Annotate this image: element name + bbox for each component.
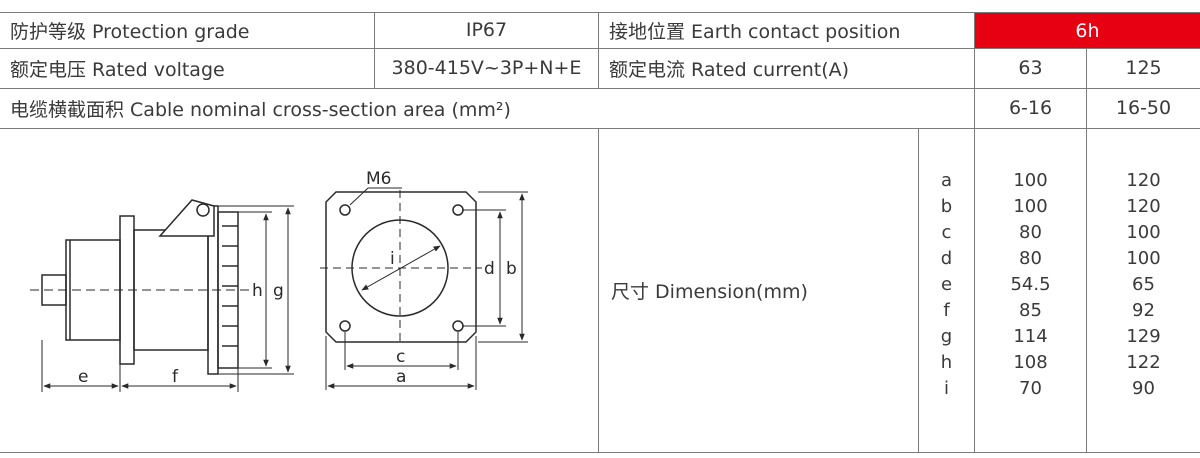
front-view-dimensions	[325, 191, 528, 390]
dimension-key: c	[941, 222, 952, 243]
dimension-value: 90	[1132, 378, 1155, 399]
protection-grade-label: 防护等级 Protection grade	[10, 20, 250, 43]
dimension-label: 尺寸 Dimension(mm)	[611, 280, 808, 303]
dimension-key: e	[940, 274, 953, 295]
label-h: h	[252, 281, 263, 301]
label-g: g	[273, 281, 284, 301]
earth-contact-value: 6h	[975, 13, 1200, 48]
rated-voltage-value: 380-415V~3P+N+E	[391, 57, 582, 79]
label-f: f	[172, 367, 179, 387]
dimension-value: 129	[1126, 326, 1161, 347]
dimension-key: d	[940, 248, 953, 269]
rated-current-125: 125	[1125, 57, 1162, 79]
label-c: c	[396, 347, 405, 367]
cable-section-125: 16-50	[1115, 97, 1172, 119]
dimension-value: 80	[1019, 222, 1042, 243]
dimension-key: i	[943, 378, 949, 399]
dimension-values-63: 100 100 80 80 54.5 85 114 108 70	[975, 168, 1086, 402]
label-i: i	[390, 249, 395, 269]
dimension-value: 100	[1013, 170, 1048, 191]
dimension-key: f	[943, 300, 950, 321]
dimension-value: 92	[1132, 300, 1155, 321]
grid-line	[0, 452, 1200, 453]
dimension-value: 120	[1126, 170, 1161, 191]
dimension-key: a	[940, 170, 953, 191]
label-a: a	[396, 367, 406, 387]
rated-current-63: 63	[1018, 57, 1043, 79]
rated-voltage-label: 额定电压 Rated voltage	[10, 58, 225, 81]
dimension-value: 80	[1019, 248, 1042, 269]
dimension-keys: a b c d e f g h i	[919, 168, 974, 402]
front-view	[320, 187, 482, 346]
dimension-key: b	[940, 196, 953, 217]
grid-line	[918, 128, 919, 452]
dimension-value: 108	[1013, 352, 1048, 373]
grid-line	[0, 88, 1200, 89]
earth-contact-label: 接地位置 Earth contact position	[609, 20, 901, 43]
dimension-value: 65	[1132, 274, 1155, 295]
grid-line	[0, 128, 1200, 129]
dimension-value: 70	[1019, 378, 1042, 399]
cable-section-63: 6-16	[1008, 97, 1053, 119]
grid-line	[0, 48, 1200, 49]
grid-line	[974, 12, 975, 452]
cable-section-label: 电缆横截面积 Cable nominal cross-section area …	[10, 98, 511, 121]
dimension-values-125: 120 120 100 100 65 92 129 122 90	[1087, 168, 1200, 402]
dimension-key: g	[940, 326, 953, 347]
grid-line	[0, 12, 1200, 13]
rated-current-label: 额定电流 Rated current(A)	[609, 58, 850, 81]
side-view	[30, 199, 250, 375]
dimension-value: 120	[1126, 196, 1161, 217]
grid-line	[374, 12, 375, 88]
label-d: d	[484, 259, 495, 279]
earth-contact-value-text: 6h	[1075, 19, 1100, 42]
grid-line	[598, 128, 599, 452]
grid-line	[598, 12, 599, 88]
label-m6: M6	[366, 169, 391, 189]
dimension-key: h	[940, 352, 953, 373]
dimension-value: 122	[1126, 352, 1161, 373]
label-e: e	[78, 367, 88, 387]
dimension-value: 85	[1019, 300, 1042, 321]
dimension-value: 114	[1013, 326, 1048, 347]
grid-line	[1086, 48, 1087, 452]
protection-grade-value: IP67	[465, 19, 508, 41]
dimension-drawing: e f h g	[30, 169, 528, 392]
dimension-value: 100	[1126, 248, 1161, 269]
dimension-value: 100	[1126, 222, 1161, 243]
label-b: b	[506, 259, 517, 279]
dimension-value: 54.5	[1010, 274, 1051, 295]
dimension-value: 100	[1013, 196, 1048, 217]
side-view-dimensions	[41, 205, 294, 392]
